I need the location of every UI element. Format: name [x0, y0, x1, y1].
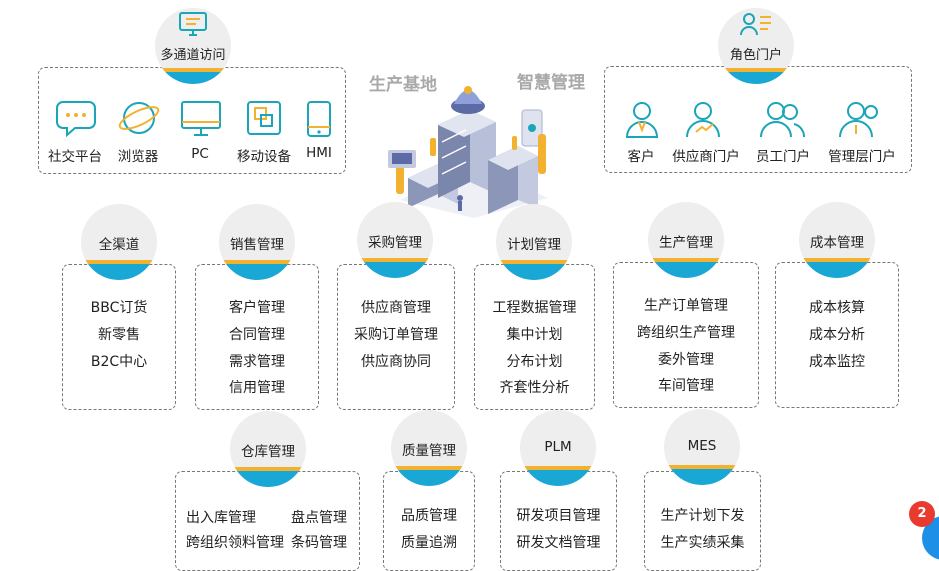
module-item: 新零售 — [98, 327, 140, 343]
module-item: 客户管理 — [229, 300, 285, 316]
module-circle-cost: 成本管理 — [799, 202, 875, 278]
channel-label-social: 社交平台 — [48, 149, 102, 165]
notification-badge[interactable]: 2 — [909, 501, 935, 527]
module-circle-purchase: 采购管理 — [357, 202, 433, 278]
module-item: 生产计划下发 — [660, 508, 745, 524]
roles-circle: 角色门户 — [718, 8, 794, 84]
module-title: 销售管理 — [230, 237, 284, 253]
module-item: 委外管理 — [658, 352, 714, 368]
portal-label-management: 管理层门户 — [828, 149, 896, 165]
user-list-icon — [740, 13, 771, 36]
management-icon — [839, 102, 878, 138]
access-channels-box — [38, 67, 346, 174]
portal-label-staff: 员工门户 — [756, 149, 810, 165]
module-item: 采购订单管理 — [354, 327, 438, 343]
module-item: 成本监控 — [809, 354, 865, 370]
pc-monitor-icon — [181, 101, 221, 136]
browser-planet-icon — [118, 102, 160, 134]
chat-bubble-icon — [56, 101, 96, 138]
server-isometric-illustration — [388, 86, 548, 218]
module-item: BBC订货 — [90, 300, 148, 316]
module-item: 质量追溯 — [401, 535, 457, 551]
module-item: 需求管理 — [229, 354, 285, 370]
channel-label-pc: PC — [191, 146, 209, 162]
module-item: 分布计划 — [506, 354, 563, 370]
module-item: 跨组织领料管理 — [186, 535, 284, 551]
module-item: 出入库管理 — [186, 510, 256, 526]
portal-label-customer: 客户 — [627, 149, 655, 165]
portal-label-supplier: 供应商门户 — [672, 149, 740, 165]
hero-label-left: 生产基地 — [369, 75, 437, 95]
module-item: 跨组织生产管理 — [637, 325, 735, 341]
module-box-planning — [474, 264, 595, 410]
module-title: 采购管理 — [368, 235, 422, 251]
module-item: 研发文档管理 — [516, 535, 601, 551]
channel-label-hmi: HMI — [306, 145, 332, 161]
module-item: 成本核算 — [809, 300, 865, 316]
module-title: 计划管理 — [507, 237, 561, 253]
module-circle-sales: 销售管理 — [219, 204, 295, 280]
module-item: 供应商管理 — [361, 300, 431, 316]
module-item: B2C中心 — [90, 354, 148, 370]
hero-label-right: 智慧管理 — [517, 73, 585, 93]
module-item: 盘点管理 — [291, 510, 347, 526]
module-title: MES — [687, 438, 717, 454]
module-box-warehouse — [175, 471, 360, 571]
module-box-purchase — [337, 264, 455, 410]
module-circle-production: 生产管理 — [648, 202, 724, 278]
module-box-sales — [195, 264, 319, 410]
mobile-device-icon — [247, 101, 281, 135]
module-box-omnichannel — [62, 264, 176, 410]
access-title: 多通道访问 — [160, 48, 226, 63]
module-circle-planning: 计划管理 — [496, 204, 572, 280]
module-title: 全渠道 — [98, 237, 140, 253]
module-circle-quality: 质量管理 — [391, 410, 467, 486]
module-item: 信用管理 — [229, 380, 285, 396]
module-title: PLM — [544, 439, 572, 455]
module-circle-warehouse: 仓库管理 — [230, 411, 306, 487]
module-box-plm — [500, 471, 617, 571]
module-box-cost — [775, 262, 899, 408]
module-circle-mes: MES — [664, 409, 740, 485]
module-title: 仓库管理 — [241, 444, 295, 460]
module-item: 品质管理 — [401, 508, 457, 524]
module-item: 供应商协同 — [361, 354, 431, 370]
channel-label-mobile: 移动设备 — [237, 149, 291, 165]
module-item: 齐套性分析 — [499, 380, 570, 396]
module-item: 条码管理 — [291, 535, 347, 551]
channel-label-browser: 浏览器 — [117, 149, 159, 165]
module-item: 生产订单管理 — [644, 298, 728, 314]
hmi-device-icon — [307, 101, 331, 137]
supplier-icon — [686, 102, 720, 138]
monitor-icon — [179, 12, 207, 36]
module-circle-omnichannel: 全渠道 — [81, 204, 157, 280]
module-item: 集中计划 — [506, 327, 563, 343]
module-item: 工程数据管理 — [492, 300, 577, 316]
module-title: 成本管理 — [810, 235, 864, 251]
module-title: 生产管理 — [659, 235, 713, 251]
floating-chat-button[interactable] — [922, 516, 939, 560]
staff-icon — [760, 102, 806, 138]
module-item: 车间管理 — [658, 378, 714, 394]
module-item: 研发项目管理 — [516, 508, 601, 524]
roles-title: 角色门户 — [729, 48, 782, 63]
module-item: 生产实绩采集 — [660, 535, 745, 551]
module-circle-plm: PLM — [520, 410, 596, 486]
customer-icon — [625, 102, 659, 138]
module-item: 成本分析 — [809, 327, 865, 343]
module-box-production — [613, 262, 759, 408]
access-circle: 多通道访问 — [155, 8, 231, 84]
module-item: 合同管理 — [229, 327, 285, 343]
module-title: 质量管理 — [402, 443, 456, 459]
